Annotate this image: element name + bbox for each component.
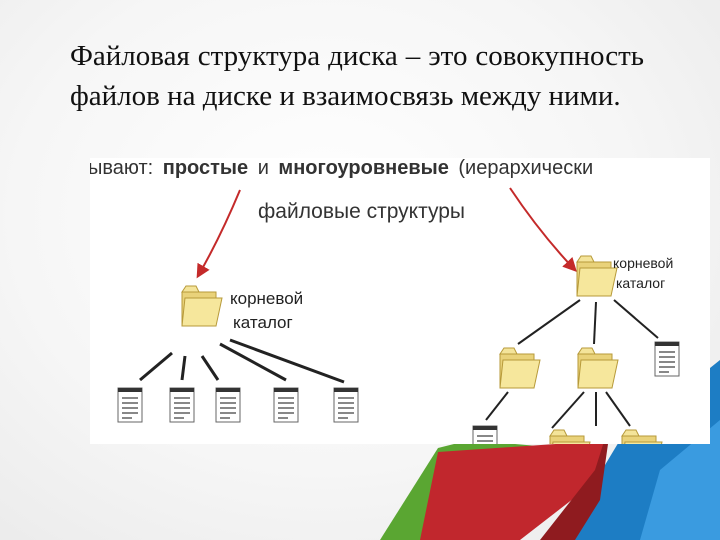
simple-connectors (139, 338, 345, 384)
file-structure-diagram: ывают: простые и многоуровневые (иерархи… (90, 158, 710, 444)
blue-arrow-highlight (640, 420, 720, 540)
tree-connectors-level1 (517, 299, 659, 345)
tree-file-icon (472, 425, 498, 444)
simple-file-icon (273, 387, 299, 423)
simple-file-icon (117, 387, 143, 423)
tree-folder-icon (499, 347, 541, 389)
diagram-canvas: ывают: простые и многоуровневые (иерархи… (90, 158, 680, 444)
tree-folder-icon (549, 429, 591, 444)
tree-folder-icon (621, 429, 663, 444)
diagram-top-line: ывают: простые и многоуровневые (иерархи… (90, 158, 593, 179)
red-arrow-shadow (540, 416, 612, 540)
simple-file-icon (169, 387, 195, 423)
tree-root-label-2: каталог (616, 275, 665, 291)
simple-root-label-1: корневой (230, 289, 303, 308)
tree-root-folder-icon (576, 255, 618, 297)
simple-root-label-2: каталог (233, 313, 293, 332)
simple-file-icon (333, 387, 359, 423)
tree-folder-icon (577, 347, 619, 389)
tree-file-icon (654, 341, 680, 377)
simple-root-folder-icon (181, 285, 223, 327)
arrow-to-tree (509, 187, 577, 273)
slide-text: Файловая структура диска – это совокупно… (70, 40, 644, 112)
diagram-subtitle: файловые структуры (258, 200, 465, 223)
tree-connectors-level2 (485, 391, 631, 429)
tree-root-label-1: корневой (613, 255, 673, 271)
arrow-to-simple (196, 189, 241, 279)
simple-file-icon (215, 387, 241, 423)
red-arrow-shape (420, 416, 612, 540)
